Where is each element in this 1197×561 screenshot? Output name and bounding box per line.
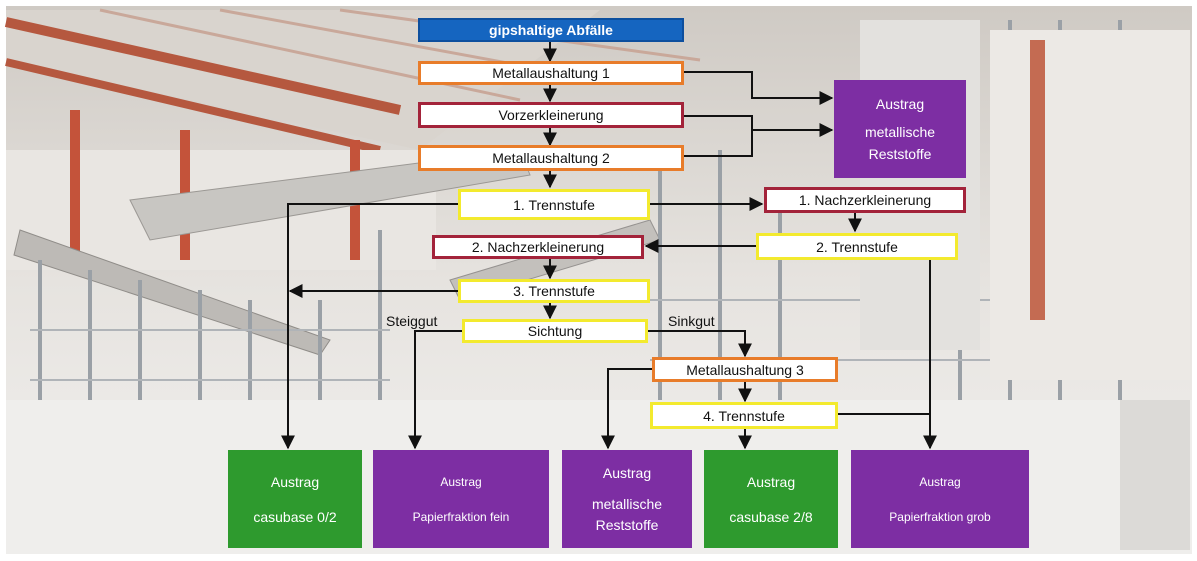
output-paper-fine-line1: Austrag <box>440 474 482 489</box>
edge-metal2-metal-top <box>682 130 753 157</box>
output-casubase-2-8: Austrag casubase 2/8 <box>704 450 838 548</box>
node-separation-1: 1. Trennstufe <box>458 189 650 220</box>
output-metal-top-line3: Reststoffe <box>868 146 932 162</box>
output-paper-fine-line2: Papierfraktion fein <box>412 509 510 524</box>
output-metal-top-line1: Austrag <box>875 96 925 112</box>
edge-metal1-metal-top <box>682 71 834 105</box>
output-metal-residues-bottom: Austrag metallische Reststoffe <box>562 450 692 548</box>
edge-metal3-metal-bottom <box>601 368 652 450</box>
output-metal-residues-top: Austrag metallische Reststoffe <box>834 80 966 178</box>
output-metal-bottom-line2: metallische <box>591 495 663 512</box>
node-separation-2: 2. Trennstufe <box>756 233 958 260</box>
output-casubase02-line2: casubase 0/2 <box>253 508 337 525</box>
node-pre-crushing: Vorzerkleinerung <box>418 102 684 128</box>
output-paper-coarse-line1: Austrag <box>919 474 961 489</box>
node-metal-removal-3: Metallaushaltung 3 <box>652 357 838 382</box>
output-paper-coarse-line2: Papierfraktion grob <box>889 509 991 524</box>
output-paper-fraction-coarse: Austrag Papierfraktion grob <box>851 450 1029 548</box>
node-separation-4: 4. Trennstufe <box>650 402 838 429</box>
node-metal-removal-2: Metallaushaltung 2 <box>418 145 684 171</box>
edge-precrush-metal-top <box>682 115 834 137</box>
edge-sep1-casubase02 <box>281 203 458 450</box>
output-metal-top-line2: metallische <box>864 124 936 140</box>
output-paper-fraction-fine: Austrag Papierfraktion fein <box>373 450 549 548</box>
node-metal-removal-1: Metallaushaltung 1 <box>418 61 684 85</box>
output-metal-bottom-line1: Austrag <box>602 465 652 482</box>
edge-sifting-paper-fine <box>408 330 462 450</box>
edge-sifting-metal3 <box>648 330 752 358</box>
output-casubase28-line1: Austrag <box>746 473 796 490</box>
node-post-crushing-2: 2. Nachzerkleinerung <box>432 235 644 259</box>
node-sifting: Sichtung <box>462 319 648 343</box>
output-casubase28-line2: casubase 2/8 <box>729 508 813 525</box>
label-sinking-fraction: Sinkgut <box>668 313 715 329</box>
output-metal-bottom-line3: Reststoffe <box>595 516 659 533</box>
node-input: gipshaltige Abfälle <box>418 18 684 42</box>
output-casubase02-line1: Austrag <box>270 473 320 490</box>
output-casubase-0-2: Austrag casubase 0/2 <box>228 450 362 548</box>
node-separation-3: 3. Trennstufe <box>458 279 650 303</box>
label-rising-fraction: Steiggut <box>386 313 438 329</box>
node-post-crushing-1: 1. Nachzerkleinerung <box>764 187 966 213</box>
